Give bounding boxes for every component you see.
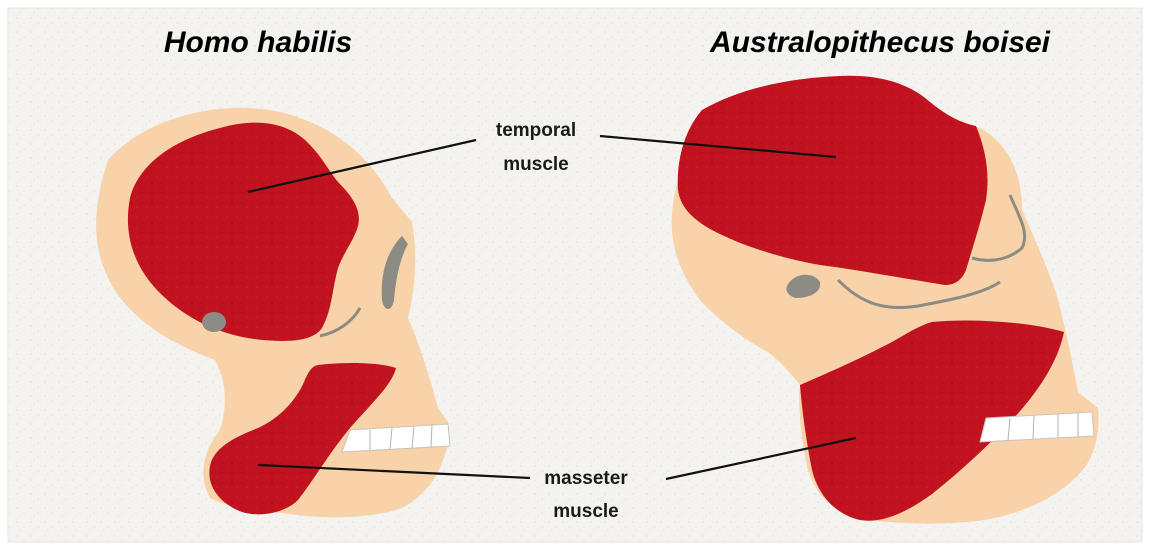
label-temporal-line2: muscle [503,154,568,175]
homo-habilis-ear-hole [202,312,226,332]
label-masseter-line1: masseter [544,468,628,489]
label-temporal-line1: temporal [496,120,576,141]
label-masseter-line2: muscle [553,501,618,522]
title-australopithecus-boisei: Australopithecus boisei [709,26,1051,59]
title-homo-habilis: Homo habilis [164,26,352,59]
